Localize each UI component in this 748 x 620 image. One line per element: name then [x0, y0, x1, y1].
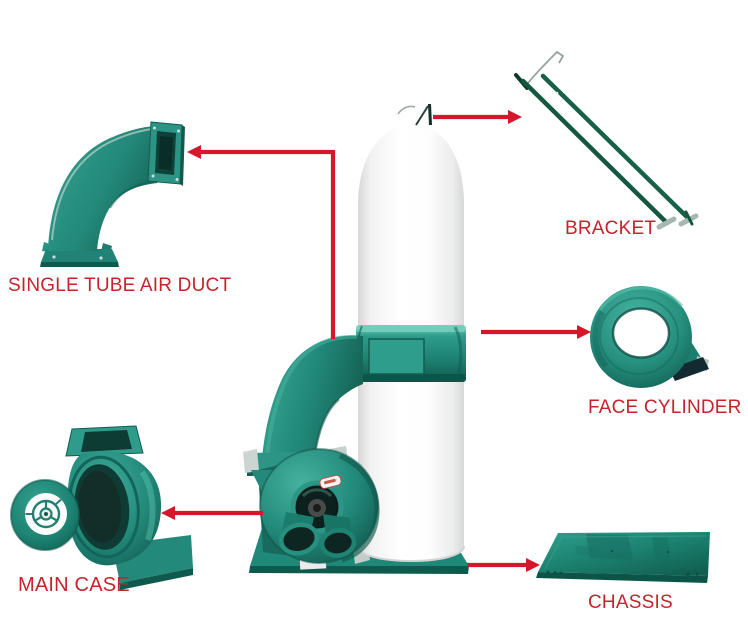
- bracket-label: BRACKET: [565, 218, 657, 239]
- bracket-illustration: [514, 50, 699, 230]
- top-hook: [397, 104, 432, 126]
- arrow-to-bracket: [433, 110, 522, 124]
- arrow-to-face-cylinder: [481, 325, 591, 339]
- face-cylinder-illustration: [590, 286, 709, 388]
- main-case-illustration: [10, 425, 193, 590]
- clamp-band: [356, 325, 466, 382]
- air-duct-illustration: [40, 121, 185, 267]
- callout-arrows: [161, 110, 591, 572]
- air-duct-label: SINGLE TUBE AIR DUCT: [8, 275, 232, 296]
- arrow-to-chassis: [467, 558, 540, 572]
- chassis-illustration: [536, 532, 710, 583]
- elbow-arm: [262, 334, 363, 463]
- machine-illustration: [243, 104, 469, 574]
- fan-inlet-disc: [10, 479, 80, 551]
- arrow-to-main-case: [161, 506, 263, 520]
- main-case-label: MAIN CASE: [18, 574, 130, 596]
- arrow-to-air-duct: [187, 145, 336, 339]
- face-cylinder-label: FACE CYLINDER: [588, 397, 742, 418]
- blower-housing: [251, 448, 380, 564]
- chassis-label: CHASSIS: [588, 592, 673, 613]
